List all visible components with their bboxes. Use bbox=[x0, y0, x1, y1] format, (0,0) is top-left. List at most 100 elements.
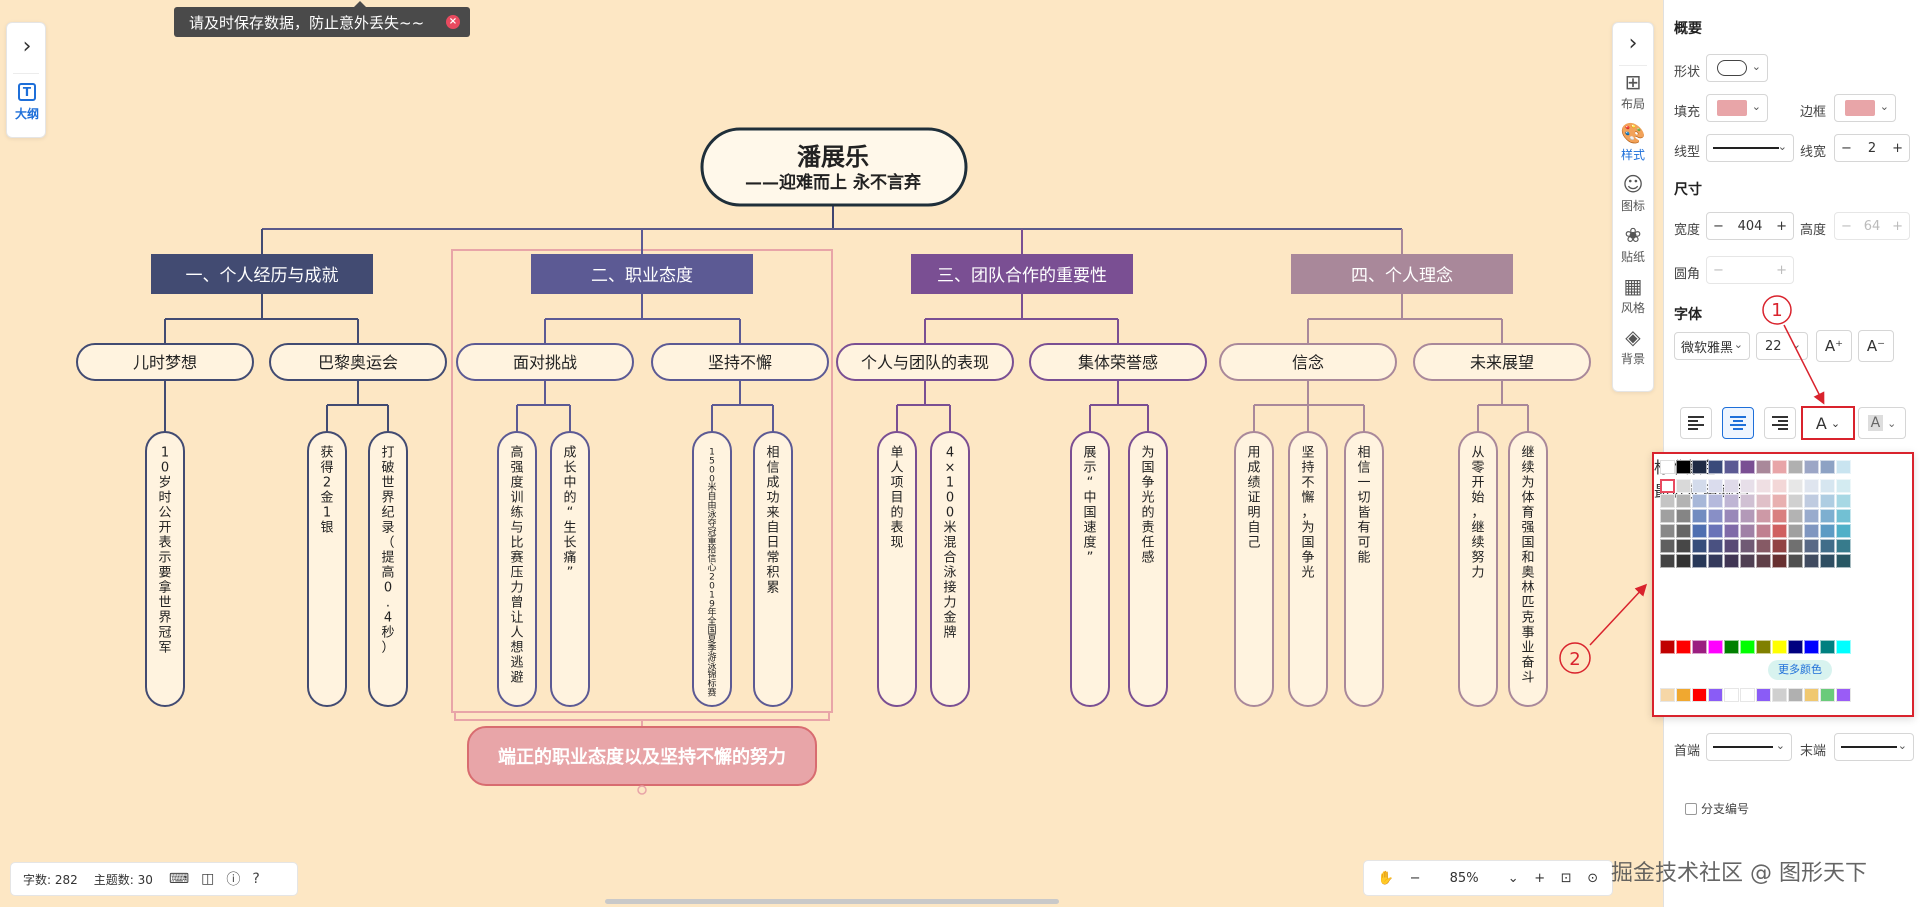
tool-sticker[interactable]: ❀贴纸 bbox=[1613, 219, 1653, 270]
keyboard-icon[interactable]: ⌨ bbox=[168, 871, 190, 887]
color-swatch[interactable] bbox=[1740, 524, 1755, 538]
decrease-button[interactable]: − bbox=[1713, 218, 1724, 234]
standard-color-swatch[interactable] bbox=[1772, 640, 1787, 654]
leaf-node[interactable] bbox=[1070, 431, 1110, 707]
color-swatch[interactable] bbox=[1756, 494, 1771, 508]
fill-color-select[interactable]: ⌄ bbox=[1706, 94, 1768, 122]
color-swatch[interactable] bbox=[1692, 509, 1707, 523]
expand-left-button[interactable]: › bbox=[22, 34, 32, 59]
color-swatch[interactable] bbox=[1692, 554, 1707, 568]
border-color-select[interactable]: ⌄ bbox=[1834, 94, 1896, 122]
color-swatch[interactable] bbox=[1804, 479, 1819, 493]
standard-color-swatch[interactable] bbox=[1724, 640, 1739, 654]
leaf-node[interactable] bbox=[497, 431, 537, 707]
standard-color-swatch[interactable] bbox=[1756, 640, 1771, 654]
color-swatch[interactable] bbox=[1804, 554, 1819, 568]
line-width-value[interactable]: 2 bbox=[1867, 140, 1877, 156]
standard-color-swatch[interactable] bbox=[1708, 640, 1723, 654]
color-swatch[interactable] bbox=[1756, 460, 1771, 474]
leaf-node[interactable] bbox=[550, 431, 590, 707]
recent-color-swatch[interactable] bbox=[1836, 688, 1851, 702]
color-swatch[interactable] bbox=[1660, 479, 1675, 493]
color-swatch[interactable] bbox=[1740, 460, 1755, 474]
shape-select[interactable]: ⌄ bbox=[1706, 54, 1768, 82]
standard-color-swatch[interactable] bbox=[1676, 640, 1691, 654]
increase-button[interactable]: + bbox=[1892, 140, 1903, 156]
leaf-node[interactable] bbox=[145, 431, 185, 707]
no-color-swatch[interactable] bbox=[1660, 460, 1675, 474]
color-swatch[interactable] bbox=[1708, 524, 1723, 538]
color-swatch[interactable] bbox=[1788, 539, 1803, 553]
color-swatch[interactable] bbox=[1724, 479, 1739, 493]
leaf-node[interactable] bbox=[1458, 431, 1498, 707]
line-width-stepper[interactable]: − 2 + bbox=[1834, 134, 1910, 162]
color-swatch[interactable] bbox=[1660, 524, 1675, 538]
color-swatch[interactable] bbox=[1740, 494, 1755, 508]
recent-color-swatch[interactable] bbox=[1740, 688, 1755, 702]
decrease-button[interactable]: − bbox=[1841, 140, 1852, 156]
leaf-node[interactable] bbox=[877, 431, 917, 707]
leaf-node[interactable] bbox=[1234, 431, 1274, 707]
pan-hand-icon[interactable]: ✋ bbox=[1377, 870, 1394, 886]
width-value[interactable]: 404 bbox=[1737, 218, 1763, 234]
color-swatch[interactable] bbox=[1724, 554, 1739, 568]
zoom-value[interactable]: 85% bbox=[1449, 870, 1479, 886]
branch-node[interactable] bbox=[531, 254, 753, 294]
recent-color-swatch[interactable] bbox=[1676, 688, 1691, 702]
standard-color-swatch[interactable] bbox=[1692, 640, 1707, 654]
standard-color-swatch[interactable] bbox=[1660, 640, 1675, 654]
color-swatch[interactable] bbox=[1788, 554, 1803, 568]
branch-node[interactable] bbox=[911, 254, 1133, 294]
increase-button[interactable]: + bbox=[1776, 218, 1787, 234]
font-family-select[interactable]: 微软雅黑 ⌄ bbox=[1674, 332, 1750, 360]
horizontal-scrollbar[interactable] bbox=[605, 899, 1059, 904]
tool-theme[interactable]: ▦风格 bbox=[1613, 270, 1653, 321]
recent-color-swatch[interactable] bbox=[1756, 688, 1771, 702]
color-swatch[interactable] bbox=[1836, 460, 1851, 474]
leaf-node[interactable] bbox=[930, 431, 970, 707]
color-swatch[interactable] bbox=[1804, 524, 1819, 538]
color-swatch[interactable] bbox=[1756, 524, 1771, 538]
color-swatch[interactable] bbox=[1804, 509, 1819, 523]
color-swatch[interactable] bbox=[1708, 494, 1723, 508]
zoom-in-button[interactable]: + bbox=[1534, 870, 1546, 886]
color-swatch[interactable] bbox=[1772, 509, 1787, 523]
color-swatch[interactable] bbox=[1756, 509, 1771, 523]
recent-color-swatch[interactable] bbox=[1708, 688, 1723, 702]
color-swatch[interactable] bbox=[1820, 539, 1835, 553]
first-end-select[interactable]: ⌄ bbox=[1706, 733, 1792, 761]
color-swatch[interactable] bbox=[1772, 460, 1787, 474]
color-swatch[interactable] bbox=[1724, 509, 1739, 523]
color-swatch[interactable] bbox=[1740, 509, 1755, 523]
leaf-node[interactable] bbox=[368, 431, 408, 707]
root-node[interactable] bbox=[700, 127, 968, 207]
color-swatch[interactable] bbox=[1772, 539, 1787, 553]
center-icon[interactable]: ⊙ bbox=[1587, 870, 1599, 886]
font-size-select[interactable]: 22 ⌄ bbox=[1756, 332, 1808, 360]
color-swatch[interactable] bbox=[1788, 460, 1803, 474]
chevron-down-icon[interactable]: ⌄ bbox=[1507, 870, 1519, 886]
recent-color-swatch[interactable] bbox=[1820, 688, 1835, 702]
color-swatch[interactable] bbox=[1692, 539, 1707, 553]
color-swatch[interactable] bbox=[1772, 494, 1787, 508]
branch-node[interactable] bbox=[151, 254, 373, 294]
color-swatch[interactable] bbox=[1708, 479, 1723, 493]
color-swatch[interactable] bbox=[1804, 494, 1819, 508]
standard-color-swatch[interactable] bbox=[1740, 640, 1755, 654]
layout-icon[interactable]: ◫ bbox=[201, 871, 215, 887]
color-swatch[interactable] bbox=[1692, 479, 1707, 493]
color-swatch[interactable] bbox=[1820, 554, 1835, 568]
standard-color-swatch[interactable] bbox=[1820, 640, 1835, 654]
color-swatch[interactable] bbox=[1820, 524, 1835, 538]
close-icon[interactable]: × bbox=[446, 15, 460, 29]
standard-color-swatch[interactable] bbox=[1804, 640, 1819, 654]
leaf-node[interactable] bbox=[753, 431, 793, 707]
color-swatch[interactable] bbox=[1788, 479, 1803, 493]
color-swatch[interactable] bbox=[1836, 524, 1851, 538]
line-type-select[interactable]: ⌄ bbox=[1706, 134, 1794, 162]
color-swatch[interactable] bbox=[1676, 460, 1691, 474]
font-increase-button[interactable]: A⁺ bbox=[1816, 330, 1852, 362]
recent-color-swatch[interactable] bbox=[1660, 688, 1675, 702]
color-swatch[interactable] bbox=[1820, 460, 1835, 474]
